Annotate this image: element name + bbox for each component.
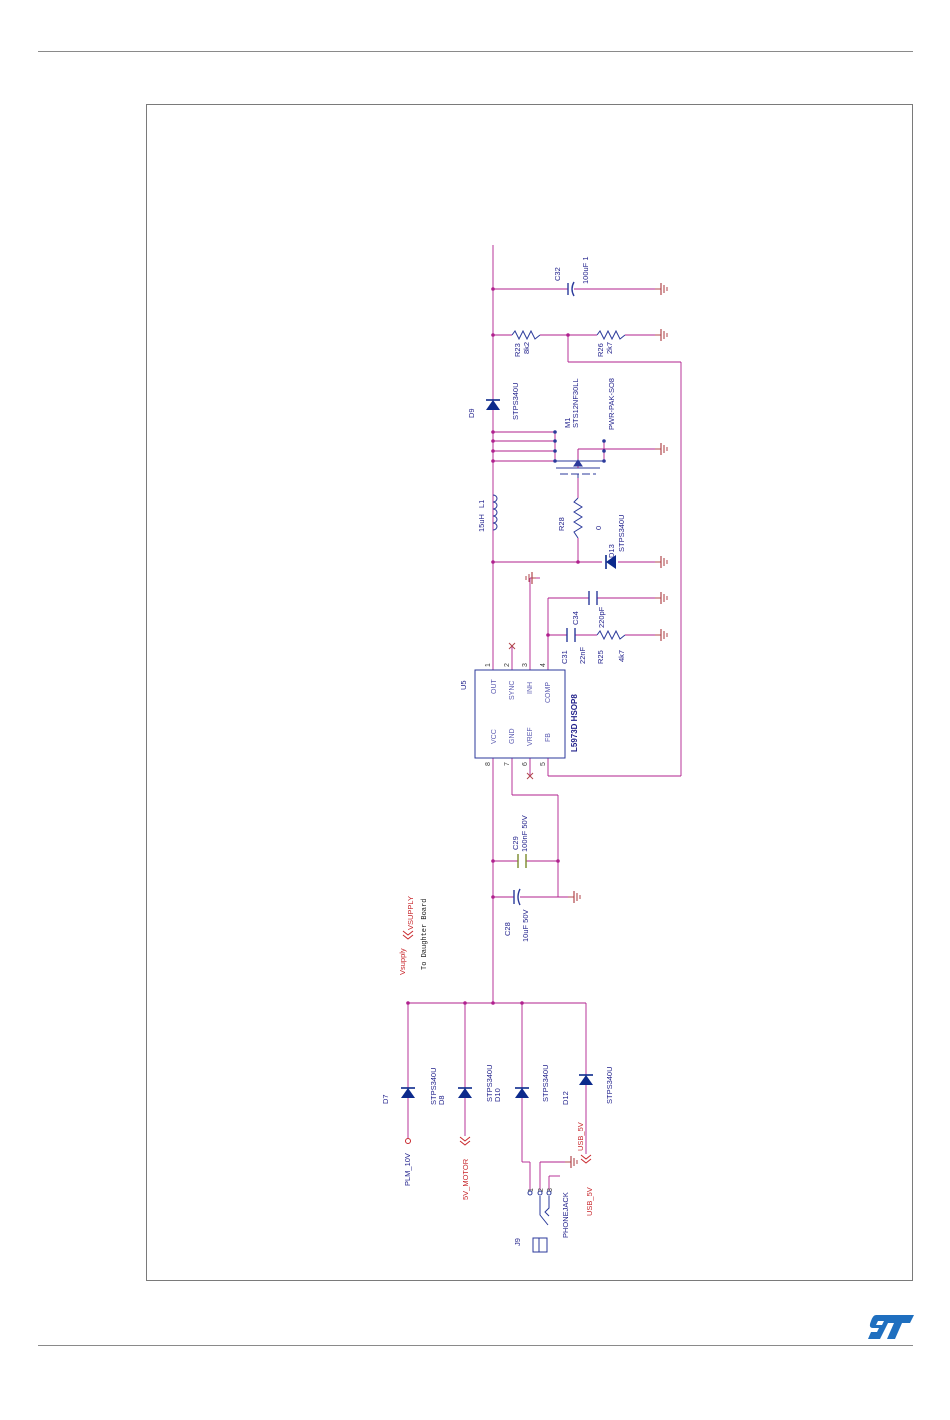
- m1-package: PWR-PAK-SO8: [607, 378, 616, 430]
- vsupply-port-icon: [402, 930, 414, 940]
- c31-value: 22nF: [578, 646, 587, 664]
- m1-ref: M1: [563, 418, 572, 428]
- c32-value: 100uF 1: [581, 256, 590, 284]
- d8-ref: D8: [437, 1095, 446, 1105]
- c29-ref: C29: [511, 836, 520, 850]
- m1-part: STS12NF30LL: [571, 378, 580, 428]
- c31-ref: C31: [560, 650, 569, 664]
- d13-ref: D13: [607, 544, 616, 558]
- wires: [407, 245, 682, 1190]
- u5-pin-vref: VREF: [527, 727, 534, 746]
- j9-pin-2: 2: [538, 1188, 545, 1192]
- r26-ref: R26: [596, 343, 605, 357]
- ground-icon: [525, 282, 668, 1169]
- no-connect-icon: [508, 642, 534, 780]
- u5-pin-sync: SYNC: [509, 681, 516, 700]
- r26-value: 2k7: [605, 342, 614, 354]
- r25-ref: R25: [596, 650, 605, 664]
- diode-icon: [486, 399, 500, 410]
- header-rule: [38, 51, 913, 52]
- u5-pin-num-6: 6: [522, 762, 529, 766]
- resistor-icon: [573, 497, 583, 539]
- u5-pin-fb: FB: [545, 733, 552, 742]
- d13-part: STPS340U: [617, 514, 626, 552]
- mosfet-icon: [555, 449, 604, 478]
- u5-body: [474, 669, 566, 759]
- footer-rule: [38, 1345, 913, 1346]
- l1-ref: L1: [477, 500, 486, 508]
- r28-value: 0: [594, 526, 603, 530]
- phonejack-icon: [527, 1190, 552, 1253]
- capacitor-icon: [567, 281, 655, 297]
- j9-part: PHONEJACK: [561, 1192, 570, 1238]
- d8-part: STPS340U: [485, 1064, 494, 1102]
- j9-net: USB_5V: [585, 1187, 594, 1216]
- u5-pin-num-3: 3: [522, 663, 529, 667]
- net-port-icons: [405, 1136, 592, 1164]
- d8-net: 5V_MOTOR: [461, 1158, 470, 1200]
- u5-pin-num-5: 5: [540, 762, 547, 766]
- vsupply-port: VSUPPLY: [406, 896, 415, 930]
- u5-pin-num-8: 8: [485, 762, 492, 766]
- d7-ref: D7: [381, 1094, 390, 1104]
- vsupply-note: To Daughter Board: [421, 899, 429, 970]
- j9-ref: J9: [513, 1238, 522, 1246]
- u5-ref: U5: [459, 680, 468, 690]
- d12-net: USB_5V: [576, 1122, 585, 1151]
- c32-ref: C32: [553, 267, 562, 281]
- u5-pin-inh: INH: [527, 682, 534, 694]
- resistor-icon: [511, 329, 626, 341]
- u5-pin-out: OUT: [491, 679, 498, 695]
- c29-value: 100nF 50V: [520, 815, 529, 852]
- r23-ref: R23: [513, 343, 522, 357]
- d7-part: STPS340U: [429, 1067, 438, 1105]
- u5-part: L5973D HSOP8: [570, 694, 579, 752]
- c28-ref: C28: [503, 922, 512, 936]
- junction-dots: [406, 287, 580, 1005]
- resistor-icon: [596, 629, 626, 641]
- mosfet-pin-dots: [553, 430, 606, 463]
- d9-ref: D9: [467, 408, 476, 418]
- capacitor-icon: [566, 628, 576, 642]
- c28-value: 10uF 50V: [521, 909, 530, 942]
- j9-pin-3: 3: [547, 1188, 554, 1192]
- diode-icon: [401, 1074, 593, 1098]
- j9-pin-1: 1: [528, 1188, 535, 1192]
- u5-pin-num-7: 7: [504, 762, 511, 766]
- st-logo-icon: [868, 1315, 914, 1339]
- u5-pin-vcc: VCC: [491, 729, 498, 744]
- u5-pin-num-1: 1: [485, 663, 492, 667]
- l1-value: 15uH: [477, 514, 486, 532]
- u5-pin-gnd: GND: [509, 728, 516, 744]
- figure-frame: [146, 104, 913, 1281]
- d10-ref: D10: [493, 1088, 502, 1102]
- vsupply-net: Vsupply: [398, 948, 407, 975]
- r25-value: 4k7: [617, 650, 626, 662]
- u5-pin-num-2: 2: [504, 663, 511, 667]
- c34-ref: C34: [571, 611, 580, 625]
- inductor-icon: [492, 494, 498, 531]
- d12-part: STPS340U: [605, 1066, 614, 1104]
- r23-value: 8k2: [522, 342, 531, 354]
- d9-part: STPS340U: [511, 382, 520, 420]
- u5-pin-comp: COMP: [545, 682, 552, 703]
- diode-icon: [605, 555, 616, 569]
- d7-net: PLM_10V: [403, 1153, 412, 1186]
- d12-ref: D12: [561, 1091, 570, 1105]
- capacitor-icon: [513, 854, 527, 906]
- capacitor-icon: [588, 591, 598, 605]
- r28-ref: R28: [557, 517, 566, 531]
- d10-part: STPS340U: [541, 1064, 550, 1102]
- c34-value: 220pF: [597, 606, 606, 628]
- u5-pin-num-4: 4: [540, 663, 547, 667]
